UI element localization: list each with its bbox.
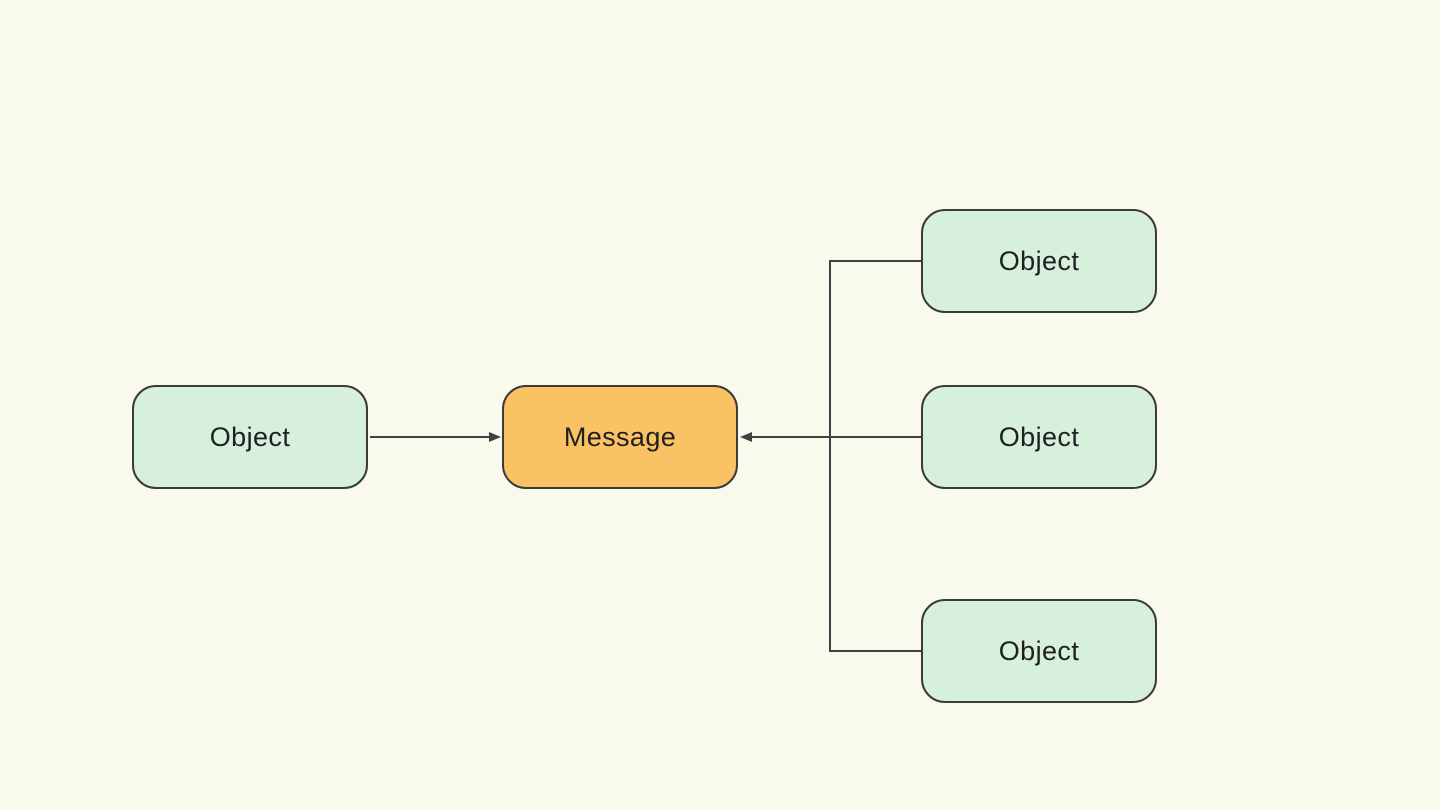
node-object-middle-right-label: Object (998, 421, 1080, 452)
node-message-label: Message (563, 421, 677, 452)
node-object-bottom-right-label: Object (998, 635, 1080, 666)
node-object-middle-right[interactable]: Object (921, 385, 1157, 489)
node-object-top-right-label: Object (998, 245, 1080, 276)
node-object-left-label: Object (209, 421, 291, 452)
node-object-top-right[interactable]: Object (921, 209, 1157, 313)
node-message[interactable]: Message (502, 385, 738, 489)
node-object-bottom-right[interactable]: Object (921, 599, 1157, 703)
node-object-left[interactable]: Object (132, 385, 368, 489)
connector-right-objects-bracket[interactable] (829, 260, 921, 652)
